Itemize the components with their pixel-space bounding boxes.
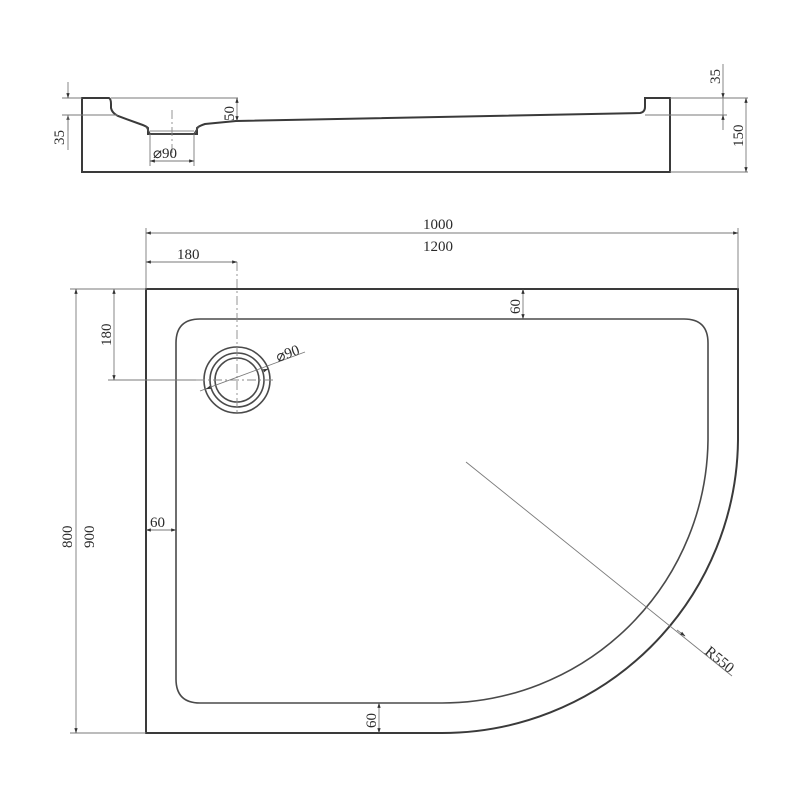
section-view: 35 50 ⌀90 35 150 bbox=[52, 64, 748, 173]
plan-radius-label: R550 bbox=[701, 644, 736, 677]
plan-inner-tray bbox=[175, 318, 709, 704]
plan-outer-outline bbox=[145, 288, 739, 734]
section-drain-label: ⌀90 bbox=[153, 146, 177, 162]
plan-depth-a-label: 800 bbox=[60, 526, 76, 549]
section-left-lip-label: 35 bbox=[52, 130, 68, 145]
section-right-lip-label: 35 bbox=[708, 69, 724, 84]
plan-rim-left-label: 60 bbox=[150, 515, 165, 531]
plan-drain bbox=[196, 262, 275, 415]
plan-width-b-label: 1200 bbox=[423, 239, 453, 255]
section-height-label: 150 bbox=[731, 125, 747, 148]
plan-rim-top-label: 60 bbox=[508, 299, 524, 314]
plan-drain-label: ⌀90 bbox=[274, 343, 302, 366]
section-slope-label: 50 bbox=[222, 106, 238, 121]
section-drain bbox=[145, 125, 200, 135]
plan-width-a-label: 1000 bbox=[423, 217, 453, 233]
plan-rim-bottom-label: 60 bbox=[364, 713, 380, 728]
plan-drain-y-label: 180 bbox=[99, 324, 115, 347]
plan-drain-x-label: 180 bbox=[177, 247, 200, 263]
plan-depth-b-label: 900 bbox=[82, 526, 98, 549]
plan-view: ⌀90 1000 1200 180 180 800 900 60 60 60 bbox=[60, 217, 739, 734]
